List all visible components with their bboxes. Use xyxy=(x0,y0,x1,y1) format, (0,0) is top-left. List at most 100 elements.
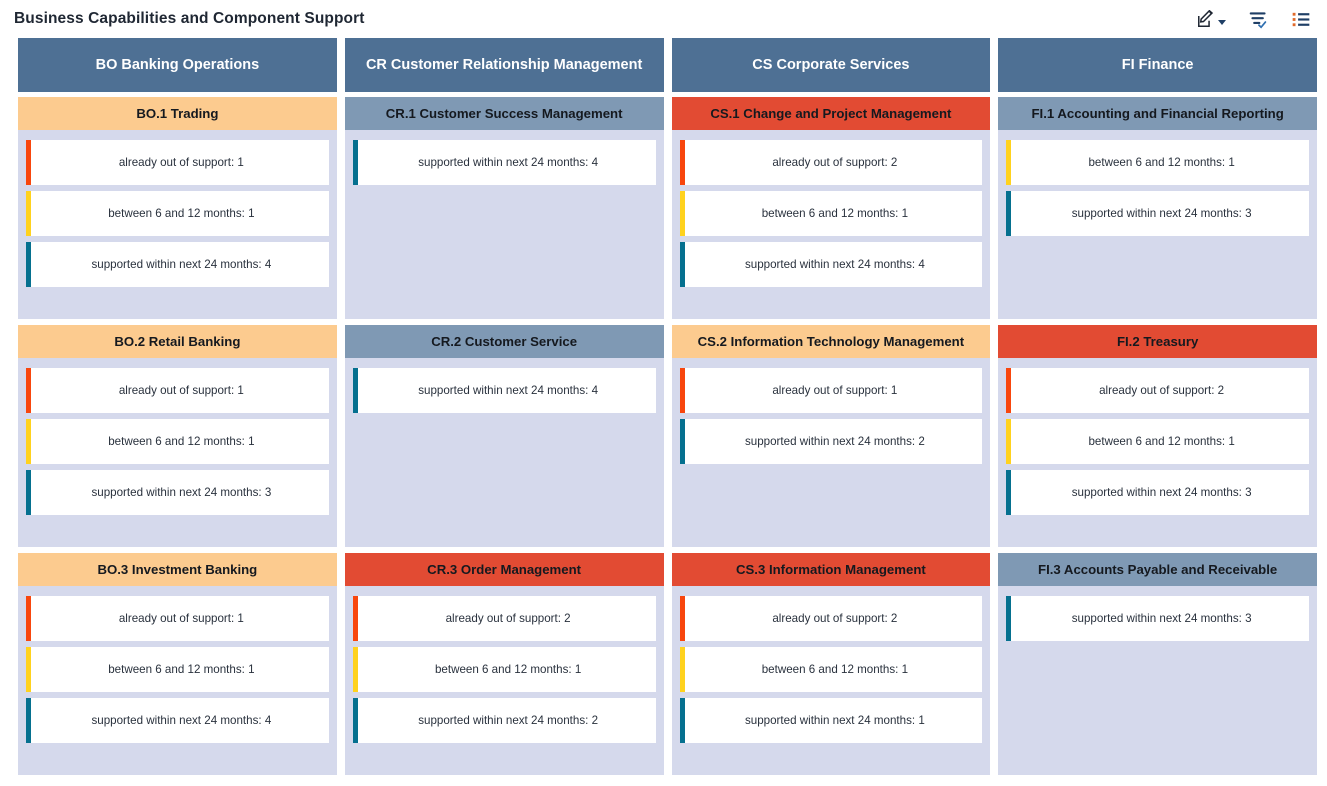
support-item[interactable]: already out of support: 2 xyxy=(1006,368,1309,413)
support-item[interactable]: between 6 and 12 months: 1 xyxy=(1006,419,1309,464)
support-item[interactable]: between 6 and 12 months: 1 xyxy=(679,191,983,236)
filter-button[interactable] xyxy=(1248,10,1269,29)
support-item-label: supported within next 24 months: 4 xyxy=(418,156,599,169)
support-item-label: supported within next 24 months: 3 xyxy=(91,486,272,499)
support-item[interactable]: between 6 and 12 months: 1 xyxy=(26,191,329,236)
chevron-down-icon[interactable] xyxy=(1218,19,1226,25)
support-item-label: between 6 and 12 months: 1 xyxy=(1088,156,1235,169)
page-title: Business Capabilities and Component Supp… xyxy=(14,10,365,27)
capability-card-title[interactable]: BO.1 Trading xyxy=(18,97,337,130)
capability-card-title[interactable]: FI.3 Accounts Payable and Receivable xyxy=(998,553,1317,586)
edit-button[interactable] xyxy=(1196,9,1226,29)
capability-card[interactable]: FI.1 Accounting and Financial Reporting b… xyxy=(998,97,1317,319)
support-item-list: already out of support: 1 between 6 and 1… xyxy=(18,586,337,775)
capability-card-title[interactable]: CR.3 Order Management xyxy=(344,553,664,586)
status-color-bar xyxy=(26,647,31,692)
support-item[interactable]: supported within next 24 months: 1 xyxy=(679,698,983,743)
status-color-bar xyxy=(679,242,685,287)
column-body: BO.1 Trading already out of support: 1 bet… xyxy=(18,92,337,775)
edit-icon xyxy=(1196,9,1215,29)
status-color-bar xyxy=(1006,368,1012,413)
support-item[interactable]: supported within next 24 months: 3 xyxy=(1006,596,1309,641)
status-color-bar xyxy=(352,140,358,185)
support-item-label: between 6 and 12 months: 1 xyxy=(434,663,582,676)
support-item[interactable]: between 6 and 12 months: 1 xyxy=(1006,140,1309,185)
support-item-list: already out of support: 1 between 6 and 1… xyxy=(18,130,337,319)
capability-card[interactable]: CS.1 Change and Project Management alread… xyxy=(671,97,991,319)
support-item[interactable]: already out of support: 1 xyxy=(26,368,329,413)
capability-card-title[interactable]: CS.1 Change and Project Management xyxy=(671,97,991,130)
support-item[interactable]: supported within next 24 months: 3 xyxy=(1006,470,1309,515)
capability-card[interactable]: FI.2 Treasury already out of support: 2 be… xyxy=(998,325,1317,547)
status-color-bar xyxy=(1006,140,1012,185)
capability-card-title[interactable]: FI.1 Accounting and Financial Reporting xyxy=(998,97,1317,130)
support-item[interactable]: already out of support: 2 xyxy=(679,596,983,641)
support-item[interactable]: supported within next 24 months: 2 xyxy=(352,698,656,743)
support-item-label: already out of support: 2 xyxy=(772,156,898,169)
support-item-label: supported within next 24 months: 1 xyxy=(744,714,925,727)
column-header[interactable]: CS Corporate Services xyxy=(671,38,991,92)
support-item[interactable]: supported within next 24 months: 4 xyxy=(26,698,329,743)
support-item[interactable]: between 6 and 12 months: 1 xyxy=(26,419,329,464)
support-item[interactable]: already out of support: 2 xyxy=(679,140,983,185)
status-color-bar xyxy=(26,419,31,464)
support-item-label: already out of support: 1 xyxy=(772,384,898,397)
capability-card[interactable]: BO.1 Trading already out of support: 1 bet… xyxy=(18,97,337,319)
support-item[interactable]: already out of support: 1 xyxy=(26,596,329,641)
support-item-list: supported within next 24 months: 3 xyxy=(998,586,1317,775)
capability-card[interactable]: CR.2 Customer Service supported within ne… xyxy=(344,325,664,547)
capability-card[interactable]: CR.3 Order Management already out of supp… xyxy=(344,553,664,775)
support-item[interactable]: supported within next 24 months: 3 xyxy=(26,470,329,515)
top-toolbar: Business Capabilities and Component Supp… xyxy=(0,0,1327,38)
status-color-bar xyxy=(26,191,31,236)
capability-card[interactable]: CR.1 Customer Success Management supporte… xyxy=(344,97,664,319)
support-item[interactable]: already out of support: 1 xyxy=(679,368,983,413)
status-color-bar xyxy=(679,596,685,641)
status-color-bar xyxy=(679,647,685,692)
support-item-list: already out of support: 2 between 6 and 1… xyxy=(672,586,991,775)
status-color-bar xyxy=(26,596,31,641)
support-item-label: supported within next 24 months: 3 xyxy=(1071,207,1252,220)
capability-card-title[interactable]: CR.2 Customer Service xyxy=(344,325,664,358)
status-color-bar xyxy=(352,647,358,692)
status-color-bar xyxy=(26,470,31,515)
capability-card-title[interactable]: BO.2 Retail Banking xyxy=(18,325,337,358)
support-item-label: between 6 and 12 months: 1 xyxy=(108,207,255,220)
support-item[interactable]: supported within next 24 months: 4 xyxy=(679,242,983,287)
status-color-bar xyxy=(26,140,31,185)
list-view-button[interactable] xyxy=(1291,10,1311,29)
support-item[interactable]: supported within next 24 months: 3 xyxy=(1006,191,1309,236)
capability-card[interactable]: BO.2 Retail Banking already out of suppor… xyxy=(18,325,337,547)
column-header[interactable]: FI Finance xyxy=(998,38,1317,92)
capability-card-title[interactable]: BO.3 Investment Banking xyxy=(18,553,337,586)
capability-card-title[interactable]: CS.2 Information Technology Management xyxy=(671,325,991,358)
capability-card-title[interactable]: CS.3 Information Management xyxy=(671,553,991,586)
support-item[interactable]: between 6 and 12 months: 1 xyxy=(352,647,656,692)
support-item-label: supported within next 24 months: 3 xyxy=(1071,486,1252,499)
support-item-label: between 6 and 12 months: 1 xyxy=(108,435,255,448)
column-header[interactable]: BO Banking Operations xyxy=(18,38,337,92)
support-item[interactable]: between 6 and 12 months: 1 xyxy=(679,647,983,692)
capability-card-title[interactable]: CR.1 Customer Success Management xyxy=(344,97,664,130)
support-item[interactable]: supported within next 24 months: 4 xyxy=(26,242,329,287)
capability-card-title[interactable]: FI.2 Treasury xyxy=(998,325,1317,358)
status-color-bar xyxy=(679,698,685,743)
support-item[interactable]: already out of support: 2 xyxy=(352,596,656,641)
capability-card[interactable]: CS.2 Information Technology Management al… xyxy=(671,325,991,547)
support-item[interactable]: supported within next 24 months: 2 xyxy=(679,419,983,464)
status-color-bar xyxy=(26,368,31,413)
support-item[interactable]: between 6 and 12 months: 1 xyxy=(26,647,329,692)
support-item[interactable]: supported within next 24 months: 4 xyxy=(352,140,656,185)
column-body: CR.1 Customer Success Management supporte… xyxy=(344,92,664,775)
capability-card[interactable]: FI.3 Accounts Payable and Receivable supp… xyxy=(998,553,1317,775)
column-header[interactable]: CR Customer Relationship Management xyxy=(344,38,664,92)
support-item-label: supported within next 24 months: 3 xyxy=(1071,612,1252,625)
support-item[interactable]: already out of support: 1 xyxy=(26,140,329,185)
support-item-label: supported within next 24 months: 4 xyxy=(744,258,925,271)
support-item[interactable]: supported within next 24 months: 4 xyxy=(352,368,656,413)
